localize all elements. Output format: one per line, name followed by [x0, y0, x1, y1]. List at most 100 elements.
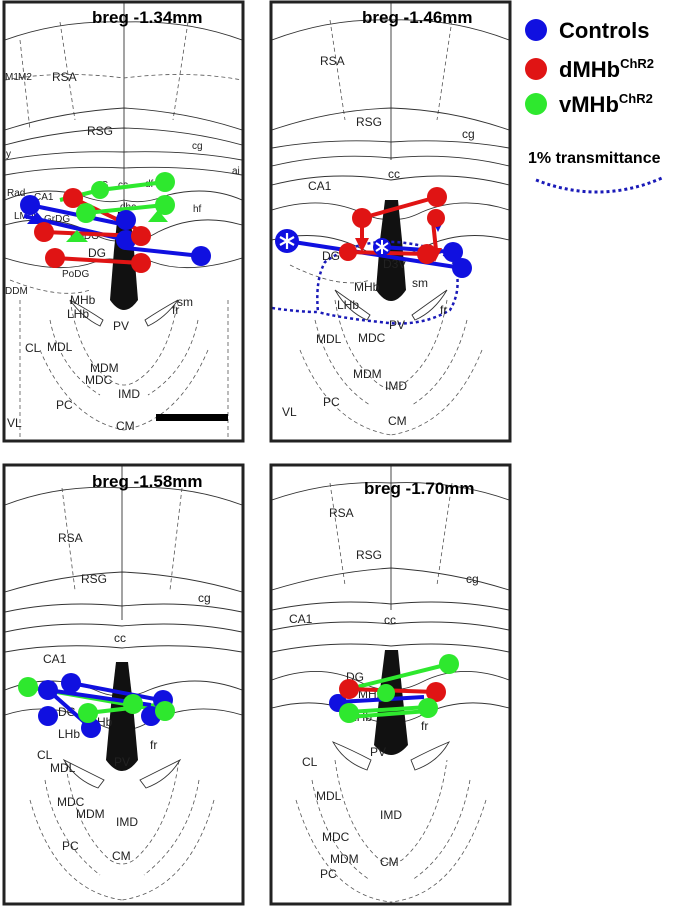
region-label: sm: [177, 295, 193, 309]
region-label: cg: [198, 591, 211, 605]
region-label: CL: [25, 341, 41, 355]
region-label: fr: [172, 303, 179, 317]
vmhb-site: [91, 181, 109, 199]
controls-site: [61, 673, 81, 693]
region-label: DG: [88, 246, 106, 260]
legend-label-dmhb-sup: ChR2: [620, 56, 654, 71]
dmhb-site: [131, 253, 151, 273]
legend-label-transmittance: 1% transmittance: [528, 150, 661, 167]
transmittance-contour: [272, 240, 459, 325]
region-label: LHb: [337, 298, 359, 312]
region-label: PoDG: [62, 269, 89, 280]
region-label: PC: [56, 398, 73, 412]
region-label: CA1: [34, 192, 54, 203]
vmhb-site: [377, 684, 395, 702]
controls-site: [116, 210, 136, 230]
region-label: ai: [232, 166, 240, 177]
region-label: PC: [62, 839, 79, 853]
region-label: PC: [320, 867, 337, 881]
region-label: CL: [37, 748, 53, 762]
panel-breg-1-70: breg -1.70mm RSA RSG cg cc CA1 DG MHb LH…: [269, 463, 512, 906]
region-label: MDM: [90, 361, 119, 375]
region-label: CA1: [308, 179, 332, 193]
panel-frame-d: [269, 463, 512, 906]
region-label: CM: [112, 849, 131, 863]
region-label: fr: [421, 719, 428, 733]
region-label: RSA: [320, 54, 345, 68]
region-label: LHb: [67, 307, 89, 321]
region-label: fr: [150, 738, 157, 752]
controls-legend-marker: [525, 19, 547, 41]
region-label: MDL: [50, 761, 76, 775]
panel-title-b: breg -1.46mm: [362, 8, 473, 27]
region-label: RSA: [58, 531, 83, 545]
region-label: M2: [18, 72, 32, 83]
electrode-tracks-c: [18, 673, 175, 738]
vmhb-legend-marker: [525, 93, 547, 115]
controls-site: [443, 242, 463, 262]
region-label: DDM: [5, 286, 28, 297]
region-label: PV: [370, 745, 386, 759]
region-label: IMD: [385, 379, 407, 393]
third-ventricle-d: [374, 650, 408, 755]
vmhb-site: [76, 203, 96, 223]
region-label: RSA: [52, 70, 77, 84]
vmhb-site: [339, 703, 359, 723]
asterisk-icon: [279, 233, 295, 249]
transmittance-legend-line: [535, 176, 663, 194]
region-label: MDL: [316, 332, 342, 346]
region-label: MDL: [47, 340, 73, 354]
controls-site: [81, 718, 101, 738]
region-label: cc: [114, 631, 126, 645]
panel-frame-b: [269, 0, 512, 443]
panel-breg-1-34: breg -1.34mm RSA M2 M1 RSG cg IG cc df d…: [2, 0, 245, 443]
region-label: MHb: [70, 293, 96, 307]
third-ventricle-b: [376, 200, 406, 301]
region-label: MDL: [316, 789, 342, 803]
dmhb-site: [352, 208, 372, 228]
dmhb-site: [426, 682, 446, 702]
region-label: cc: [388, 167, 400, 181]
region-label: M1: [5, 72, 19, 83]
controls-site: [38, 680, 58, 700]
region-label: MoDG: [70, 231, 99, 242]
controls-site: [452, 258, 472, 278]
panel-frame-a: [2, 0, 245, 443]
region-label: Rad: [7, 188, 25, 199]
legend-label-vmhb: vMHbChR2: [559, 91, 653, 117]
dmhb-site: [63, 188, 83, 208]
region-label: fr: [440, 303, 447, 317]
region-label: PV: [113, 319, 129, 333]
region-label: CM: [388, 414, 407, 428]
controls-site: [38, 706, 58, 726]
atlas-section-c: [5, 466, 242, 901]
electrode-tracks-a: [20, 172, 211, 273]
region-label: CA1: [43, 652, 67, 666]
vmhb-site: [439, 654, 459, 674]
dmhb-site: [417, 244, 437, 264]
region-label: RSG: [356, 115, 382, 129]
region-label: CA1: [289, 612, 313, 626]
panel-title-d: breg -1.70mm: [364, 479, 475, 498]
panel-title-a: breg -1.34mm: [92, 8, 203, 27]
legend-label-controls: Controls: [559, 18, 649, 43]
region-label: IMD: [118, 387, 140, 401]
asterisk-icon: [375, 240, 389, 254]
region-label: MDC: [85, 373, 113, 387]
region-label: RSG: [81, 572, 107, 586]
region-label: MDM: [330, 852, 359, 866]
vmhb-site: [123, 694, 143, 714]
region-label: CM: [116, 419, 135, 433]
region-label: cc: [384, 613, 396, 627]
region-label: VL: [7, 416, 22, 430]
region-label: MDC: [57, 795, 85, 809]
electrode-tracks-d: [329, 654, 459, 723]
vmhb-site: [418, 698, 438, 718]
region-label: DG: [322, 249, 340, 263]
legend: Controls dMHbChR2 vMHbChR2 1% transmitta…: [525, 18, 663, 194]
vmhb-site: [18, 677, 38, 697]
region-label: RSG: [87, 124, 113, 138]
region-label: RSA: [329, 506, 354, 520]
region-label: RSG: [356, 548, 382, 562]
